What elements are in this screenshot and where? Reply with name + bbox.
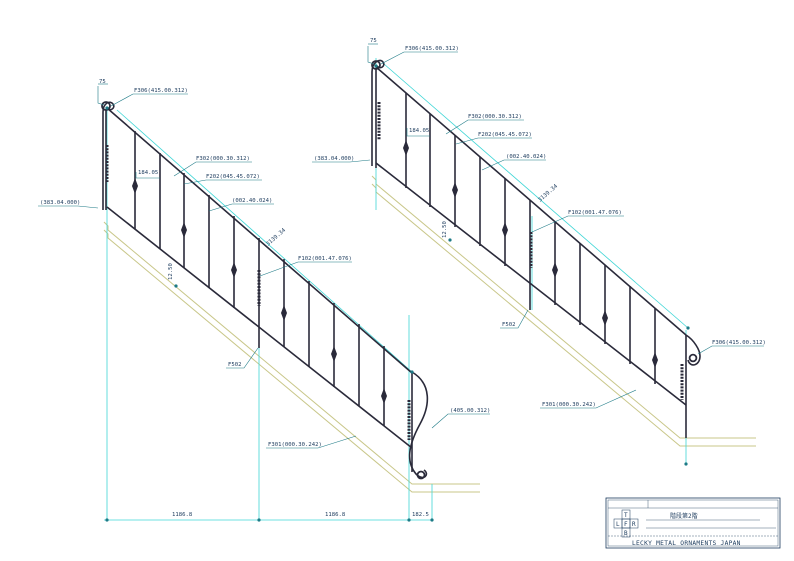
brand-name: LECKY METAL ORNAMENTS JAPAN — [632, 540, 741, 547]
left-short-dim: 12.50 — [168, 263, 174, 280]
right-top-width: 75 — [370, 38, 377, 44]
left-railing: 75 F306(415.00.312) F302(000.30.312) 184… — [38, 79, 490, 522]
right-picket-label: F202(045.45.072) — [478, 132, 532, 138]
right-spacing-label: 184.05 — [409, 128, 429, 134]
drawing-title: 階段第2階 — [670, 512, 698, 520]
left-top-width: 75 — [99, 79, 106, 85]
left-post-label: F502 — [228, 362, 241, 368]
projection-grid — [613, 509, 639, 538]
right-baluster-label: (002.40.024) — [506, 154, 546, 160]
grid-letter-r: R — [632, 521, 636, 528]
grid-letter-t: T — [624, 512, 628, 519]
right-twisted-bars — [377, 102, 684, 400]
left-ironwork — [101, 101, 429, 480]
right-ironwork — [371, 59, 701, 438]
right-railing: 75 F306(415.00.312) F302(000.30.312) 184… — [312, 38, 766, 466]
right-bottom-rail-label: F301(000.30.242) — [542, 402, 596, 408]
grid-letter-l: L — [616, 521, 620, 528]
right-short-dim: 12.50 — [442, 221, 448, 238]
left-stair-lines — [103, 221, 480, 493]
grid-letter-f: F — [624, 521, 628, 528]
left-height-label: (383.04.000) — [40, 200, 80, 206]
left-twisted-bars — [105, 145, 411, 440]
left-baluster-label: (002.40.024) — [232, 198, 272, 204]
left-top-post-label: F306(415.00.312) — [134, 88, 188, 94]
right-leaf-ornaments — [403, 140, 658, 368]
right-height-label: (383.04.000) — [314, 156, 354, 162]
left-dim-ticks — [105, 106, 434, 522]
right-length-label: 3139.34 — [537, 183, 559, 203]
right-dim-ticks — [374, 64, 690, 466]
left-bottom-scroll-label: (405.00.312) — [450, 408, 490, 414]
dimension-2: 1186.8 — [325, 512, 346, 518]
left-length-label: 3139.34 — [265, 227, 287, 247]
left-bottom-rail-label: F301(000.30.242) — [268, 442, 322, 448]
left-spacing-label: 184.05 — [138, 170, 158, 176]
right-handrail-label: F302(000.30.312) — [468, 114, 522, 120]
left-picket-label: F202(045.45.072) — [206, 174, 260, 180]
right-leaders — [312, 43, 764, 409]
title-block: T L F R B 階段第2階 LECKY METAL ORNAMENTS JA… — [605, 497, 781, 549]
left-handrail-label: F302(000.30.312) — [196, 156, 250, 162]
left-leaders — [38, 83, 490, 449]
right-collar-label: F102(001.47.076) — [568, 210, 622, 216]
right-top-post-label: F306(415.00.312) — [405, 46, 459, 52]
right-post-label: F502 — [502, 322, 515, 328]
grid-letter-b: B — [624, 530, 628, 537]
dimension-1: 1186.8 — [172, 512, 193, 518]
dimension-3: 182.5 — [412, 512, 429, 518]
right-end-scroll-label: F306(415.00.312) — [712, 340, 766, 346]
left-collar-label: F102(001.47.076) — [298, 256, 352, 262]
left-leaf-ornaments — [132, 178, 387, 404]
